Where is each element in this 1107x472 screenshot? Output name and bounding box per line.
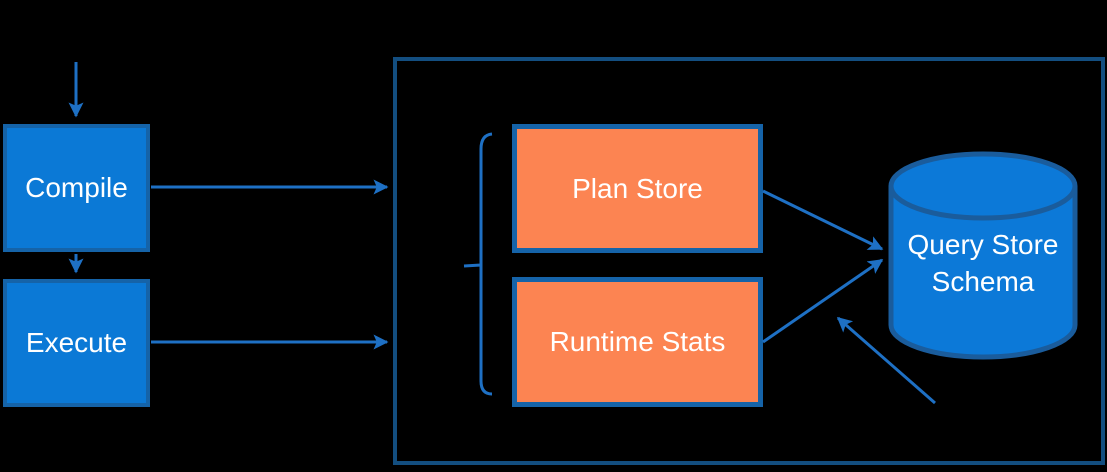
- plan-store-node: Plan Store: [512, 124, 763, 253]
- runtime-stats-node: Runtime Stats: [512, 277, 763, 407]
- query-store-schema-label: Query Store Schema: [888, 226, 1078, 300]
- query-store-boundary-box: [393, 57, 1105, 465]
- plan-store-label: Plan Store: [572, 172, 703, 204]
- compile-label: Compile: [25, 172, 128, 203]
- runtime-stats-label: Runtime Stats: [549, 326, 726, 357]
- execute-label: Execute: [25, 327, 128, 358]
- query-store-schema-label-line2: Schema: [931, 266, 1035, 297]
- compile-node: Compile: [3, 124, 150, 252]
- query-store-schema-label-line1: Query Store: [907, 229, 1059, 260]
- execute-node: Execute: [3, 279, 150, 407]
